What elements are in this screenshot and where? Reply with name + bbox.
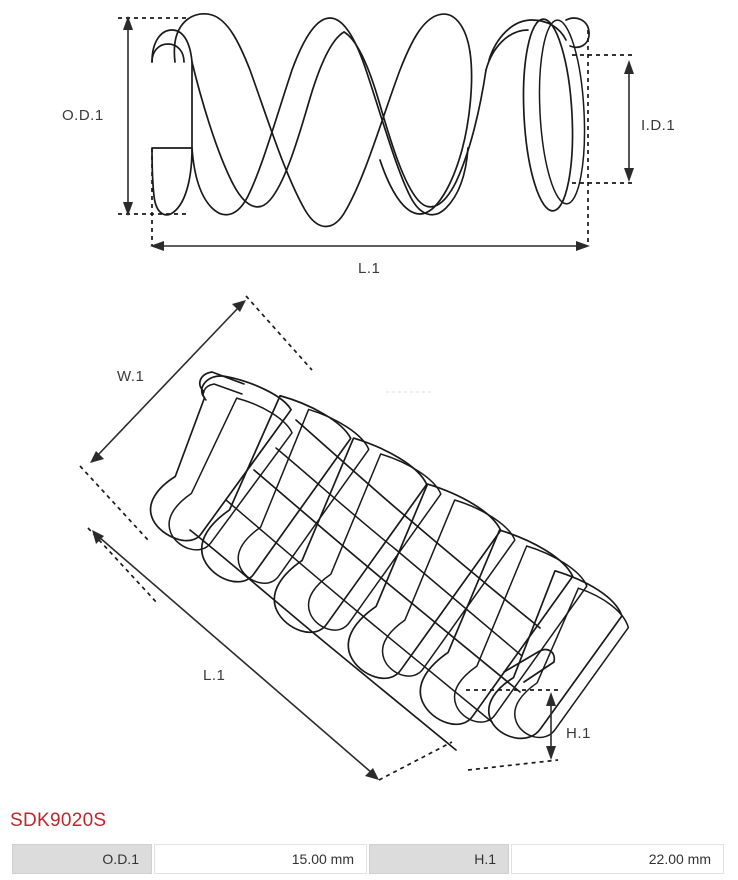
- iso-view-spring-drawing: W.1 L.1: [79, 295, 630, 781]
- l1-dimension-arrow-side-view: [150, 241, 590, 251]
- w1-dimension-arrow: [90, 300, 246, 463]
- id1-label: I.D.1: [641, 117, 675, 134]
- iso-view-coils: [149, 371, 630, 751]
- technical-drawings: O.D.1 I.D.1: [62, 13, 675, 781]
- id1-extension-lines: [572, 30, 632, 246]
- od1-extension-lines: [118, 17, 190, 246]
- part-code: SDK9020S: [10, 810, 107, 831]
- side-view-left-end-coil: [151, 43, 185, 63]
- spec-value-h1: 22.00 mm: [511, 844, 724, 874]
- id1-dimension-arrow: [624, 60, 634, 182]
- side-view-coil-mid-1: [191, 31, 345, 208]
- side-view-coil-mid-2: [343, 31, 487, 208]
- h1-dimension-arrow: [546, 692, 556, 760]
- spec-table: O.D.1 15.00 mm H.1 22.00 mm: [10, 842, 726, 876]
- spec-value-od1: 15.00 mm: [154, 844, 367, 874]
- spec-key-h1: H.1: [369, 844, 509, 874]
- l1-dimension-arrow-iso-view: [92, 530, 379, 780]
- side-view-coil-main: [151, 17, 469, 216]
- w1-extension-lines: [79, 295, 313, 605]
- od1-label: O.D.1: [62, 107, 104, 124]
- l1-label-iso-view: L.1: [203, 667, 225, 684]
- w1-label: W.1: [117, 368, 144, 385]
- spec-key-od1: O.D.1: [12, 844, 152, 874]
- side-view-right-end-coils: [485, 17, 590, 212]
- h1-label: H.1: [566, 725, 591, 742]
- h1-extension-lines: [466, 689, 559, 771]
- l1-label-side-view: L.1: [358, 260, 380, 277]
- side-view-spring-drawing: O.D.1 I.D.1: [62, 13, 675, 277]
- table-row: O.D.1 15.00 mm H.1 22.00 mm: [12, 844, 724, 874]
- od1-dimension-arrow: [123, 16, 133, 216]
- side-view-coil-outer: [173, 13, 473, 228]
